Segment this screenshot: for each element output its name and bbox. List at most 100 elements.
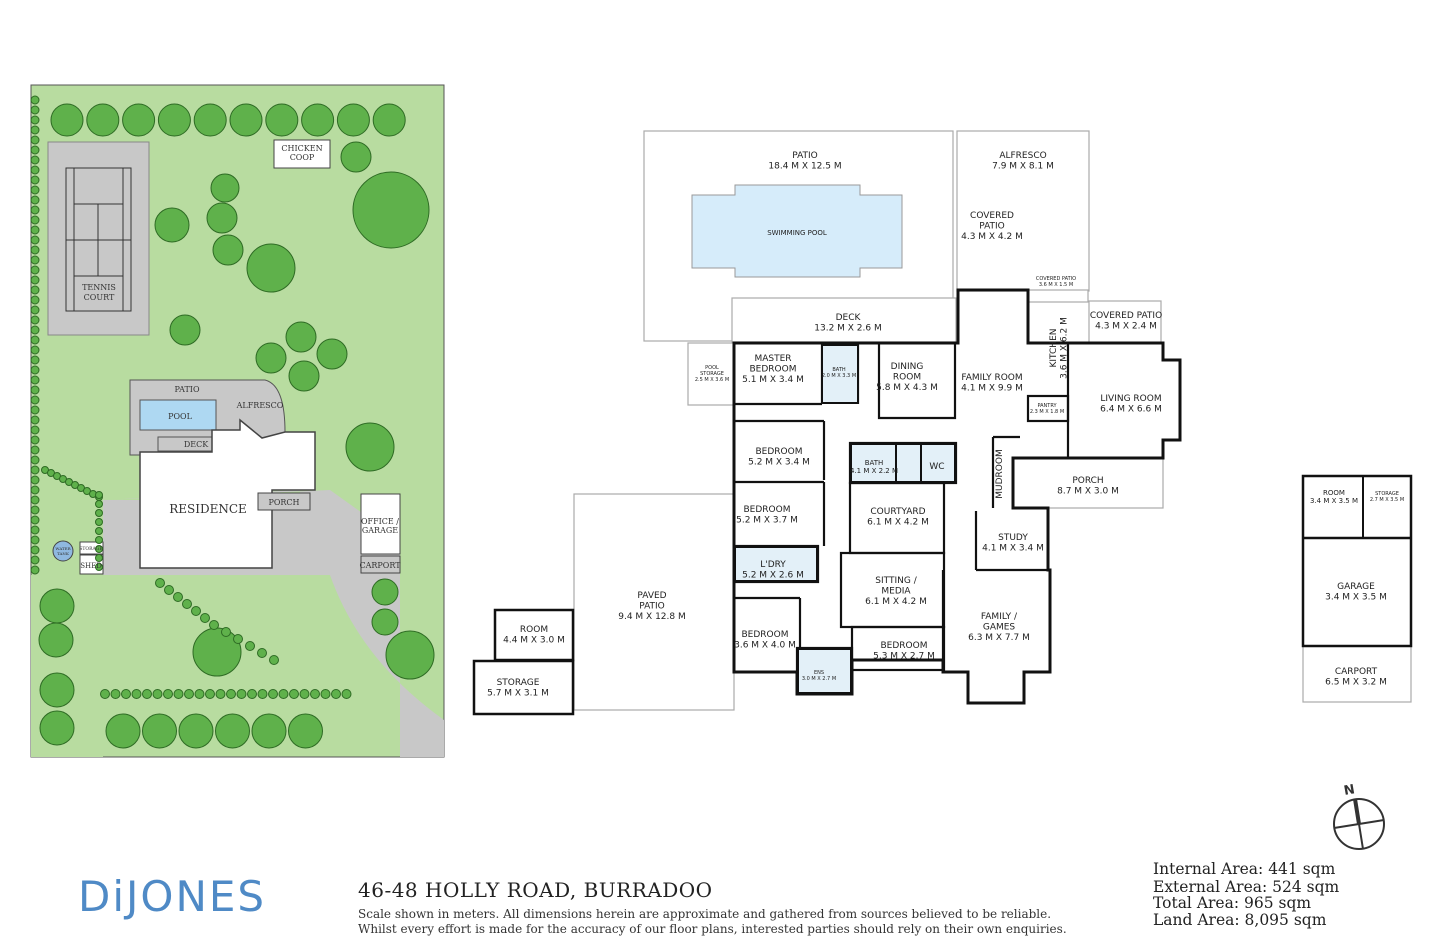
tree-icon	[200, 613, 210, 623]
tree-icon	[30, 165, 40, 175]
room-dimensions: 4.4 M X 3.0 M	[503, 636, 565, 646]
tree-icon	[193, 103, 227, 137]
tree-icon	[30, 205, 40, 215]
room-dimensions: 3.0 M X 2.7 M	[802, 676, 836, 682]
tree-icon	[30, 255, 40, 265]
tree-icon	[39, 588, 75, 624]
tree-icon	[251, 713, 287, 749]
room-dimensions: 6.3 M X 7.7 M	[968, 633, 1030, 643]
tree-icon	[320, 689, 331, 699]
tree-icon	[30, 105, 40, 115]
tree-icon	[30, 185, 40, 195]
tree-icon	[30, 115, 40, 125]
room-dimensions: 4.1 M X 9.9 M	[961, 384, 1023, 394]
swimming-pool	[691, 184, 903, 278]
room-name: GARAGE	[1337, 582, 1375, 592]
room-name: BEDROOM	[744, 505, 791, 515]
room-name: LIVING ROOM	[1100, 394, 1161, 404]
tree-icon	[209, 620, 219, 630]
room-dimensions: 2.5 M X 3.6 M	[695, 377, 729, 383]
room-dimensions: 2.0 M X 3.3 M	[822, 373, 856, 379]
tree-icon	[30, 405, 40, 415]
tree-icon	[30, 435, 40, 445]
tree-icon	[30, 555, 40, 565]
brand-logo: DiJONES	[78, 872, 267, 921]
room-dimensions: 6.1 M X 4.2 M	[865, 597, 927, 607]
tree-icon	[257, 689, 268, 699]
chicken-coop-label: COOP	[290, 153, 315, 162]
tree-icon	[110, 689, 121, 699]
outbuilding-storage	[472, 659, 575, 716]
tree-icon	[285, 321, 317, 353]
tree-icon	[210, 173, 240, 203]
patio-label: PATIO	[174, 385, 199, 394]
tree-icon	[95, 518, 103, 526]
tree-icon	[265, 103, 299, 137]
tree-icon	[121, 689, 131, 699]
tree-icon	[86, 103, 120, 137]
tree-icon	[257, 648, 267, 658]
tree-icon	[30, 425, 40, 435]
room-dimensions: 9.4 M X 12.8 M	[618, 612, 686, 622]
tree-icon	[288, 713, 323, 749]
tree-icon	[30, 325, 40, 335]
tree-icon	[336, 103, 370, 137]
tree-icon	[236, 689, 247, 699]
tree-icon	[30, 135, 40, 145]
tree-icon	[30, 355, 40, 365]
room-dimensions: 4.1 M X 2.2 M	[850, 467, 898, 475]
residence	[139, 418, 316, 569]
tree-icon	[30, 455, 40, 465]
tree-icon	[278, 689, 289, 699]
tree-icon	[154, 207, 190, 243]
room-dimensions: 4.1 M X 3.4 M	[982, 544, 1044, 554]
room-dimensions: 6.5 M X 3.2 M	[1325, 678, 1387, 688]
total-area: Total Area: 965 sqm	[1153, 894, 1312, 912]
paved-patio	[573, 493, 735, 711]
external-area: External Area: 524 sqm	[1153, 878, 1340, 896]
room-name: CARPORT	[1335, 667, 1378, 677]
trees	[30, 95, 435, 749]
water-tank-label: TANK	[57, 551, 70, 556]
disclaimer-line-2: Whilst every effort is made for the accu…	[358, 922, 1067, 936]
tree-icon	[152, 689, 163, 699]
shed-label: SHED	[80, 562, 102, 570]
room-dimensions: 13.2 M X 2.6 M	[814, 324, 882, 334]
tree-icon	[95, 563, 103, 571]
room-name: KITCHEN	[1049, 329, 1059, 368]
tree-icon	[269, 655, 279, 665]
garage-building	[1301, 474, 1413, 648]
tree-icon	[95, 500, 103, 508]
room-label: WC	[929, 462, 944, 472]
room-dimensions: 3.4 M X 3.5 M	[1325, 593, 1387, 603]
internal-area: Internal Area: 441 sqm	[1153, 860, 1336, 878]
water-tank-label: WATER	[55, 546, 71, 551]
water-tank	[52, 540, 74, 562]
room-label: KITCHEN3.6 M X 6.2 M	[1049, 317, 1070, 379]
room-name: COVERED	[970, 211, 1014, 221]
deck-label: DECK	[184, 440, 209, 449]
room-name: SWIMMING POOL	[767, 229, 827, 237]
office-garage-label: OFFICE /	[361, 517, 399, 526]
room-dimensions: 5.1 M X 3.4 M	[742, 375, 804, 385]
room-label: SWIMMING POOL	[767, 229, 827, 237]
tree-icon	[169, 314, 201, 346]
tree-icon	[30, 485, 40, 495]
room-name: STORAGE	[700, 371, 724, 377]
